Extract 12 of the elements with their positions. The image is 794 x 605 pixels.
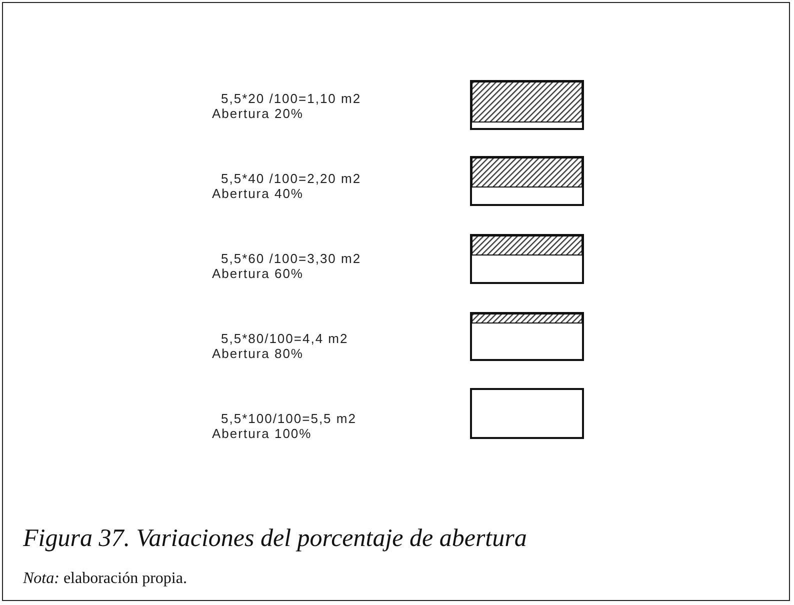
opening-percentage: Abertura 40% xyxy=(212,186,304,201)
area-formula: 5,5*100/100=5,5 m2 xyxy=(221,411,356,426)
area-formula: 5,5*80/100=4,4 m2 xyxy=(221,331,348,346)
opening-percentage: Abertura 80% xyxy=(212,346,304,361)
opening-percentage: Abertura 100% xyxy=(212,426,312,441)
figure-caption: Figura 37. Variaciones del porcentaje de abertura xyxy=(23,525,527,553)
area-formula: 5,5*20 /100=1,10 m2 xyxy=(221,91,362,106)
area-formula: 5,5*40 /100=2,20 m2 xyxy=(221,171,362,186)
source-note: Nota: elaboración propia. xyxy=(23,570,187,588)
area-formula: 5,5*60 /100=3,30 m2 xyxy=(221,251,362,266)
opening-percentage: Abertura 60% xyxy=(212,266,304,281)
opening-percentage: Abertura 20% xyxy=(212,106,304,121)
